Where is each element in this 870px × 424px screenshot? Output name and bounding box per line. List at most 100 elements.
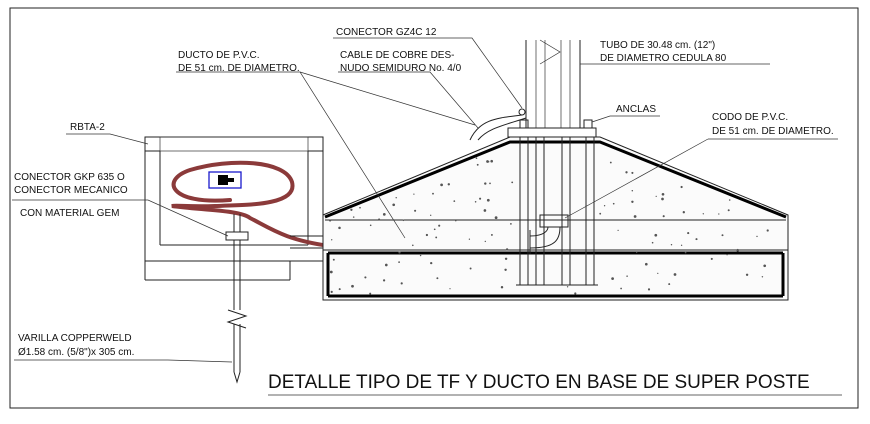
label-codo-line1: CODO DE P.V.C. [712, 112, 788, 123]
aggregate-dot [702, 213, 704, 215]
conector-gz4c [469, 108, 527, 141]
label-tubo-line2: DE DIAMETRO CEDULA 80 [600, 53, 727, 64]
aggregate-dot [398, 251, 401, 254]
aggregate-dot [449, 288, 451, 290]
aggregate-dot [455, 220, 457, 222]
aggregate-dot [766, 229, 769, 232]
aggregate-dot [710, 257, 713, 260]
aggregate-dot [721, 234, 724, 237]
aggregate-dot [504, 257, 508, 261]
aggregate-dot [331, 239, 333, 241]
aggregate-dot [617, 229, 619, 232]
aggregate-dot [398, 261, 400, 263]
aggregate-dot [469, 267, 472, 270]
pole-base [507, 39, 598, 286]
aggregate-dot [651, 241, 654, 244]
aggregate-dot [673, 273, 677, 276]
drawing-title: DETALLE TIPO DE TF Y DUCTO EN BASE DE SU… [268, 372, 810, 393]
connector-gkp-icon [208, 171, 242, 189]
aggregate-dot [369, 224, 372, 227]
aggregate-dot [468, 238, 471, 240]
drawing-frame [9, 7, 859, 409]
aggregate-dot [644, 262, 648, 266]
aggregate-dot [364, 276, 367, 279]
aggregate-dot [392, 203, 396, 207]
aggregate-dot [474, 201, 477, 203]
aggregate-dot [419, 254, 422, 257]
label-rbta: RBTA-2 [70, 122, 105, 133]
label-conector-gkp-line1: CONECTOR GKP 635 O [14, 172, 125, 183]
aggregate-dot [494, 216, 498, 220]
aggregate-dot [483, 209, 487, 212]
aggregate-dot [369, 292, 372, 295]
aggregate-dot [611, 277, 614, 280]
aggregate-dot [668, 283, 671, 286]
aggregate-dot [736, 248, 739, 252]
aggregate-dot [402, 219, 405, 222]
aggregate-dot [425, 233, 429, 237]
aggregate-dot [395, 197, 397, 199]
aggregate-dot [412, 244, 414, 247]
label-codo-line2: DE 51 cm. DE DIAMETRO. [712, 126, 834, 137]
aggregate-dot [609, 161, 612, 164]
label-cable-line1: CABLE DE COBRE DES- [340, 50, 454, 61]
label-anclas: ANCLAS [616, 104, 656, 115]
aggregate-dot [680, 185, 683, 189]
aggregate-dot [359, 206, 361, 209]
label-conector-gkp-line2: CONECTOR MECANICO [14, 185, 128, 196]
aggregate-dot [631, 200, 634, 203]
label-varilla-line1: VARILLA COPPERWELD [18, 333, 132, 344]
aggregate-dot [453, 200, 456, 202]
aggregate-dot [574, 292, 577, 295]
label-ducto-line2: DE 51 cm. DE DIAMETRO. [178, 63, 300, 74]
concrete-foundation [322, 136, 789, 301]
aggregate-dot [612, 202, 615, 205]
aggregate-dot [695, 238, 698, 241]
aggregate-dot [330, 290, 333, 293]
aggregate-dot [414, 209, 417, 212]
aggregate-dot [352, 216, 355, 218]
aggregate-dot [684, 251, 687, 254]
aggregate-dot [338, 226, 341, 230]
aggregate-dot [382, 213, 386, 216]
aggregate-dot [654, 233, 658, 237]
ground-rod-varilla [225, 214, 249, 384]
aggregate-dot [682, 211, 685, 214]
aggregate-dot [718, 213, 720, 215]
aggregate-dot [727, 209, 730, 212]
aggregate-dot [636, 251, 638, 254]
concrete-aggregate [329, 157, 769, 295]
aggregate-dot [432, 192, 434, 195]
aggregate-dot [655, 195, 657, 198]
aggregate-dot [447, 183, 450, 186]
aggregate-dot [504, 268, 507, 271]
aggregate-dot [332, 258, 335, 261]
aggregate-dot [430, 214, 432, 216]
aggregate-dot [384, 263, 388, 267]
label-material-gem: CON MATERIAL GEM [20, 208, 119, 219]
aggregate-dot [487, 161, 490, 163]
aggregate-dot [505, 248, 509, 251]
label-tubo-line1: TUBO DE 30.48 cm. (12") [600, 40, 715, 51]
aggregate-dot [350, 208, 353, 211]
aggregate-dot [338, 288, 341, 291]
aggregate-dot [430, 261, 433, 265]
label-cable-line2: NUDO SEMIDURO No. 4/0 [340, 63, 462, 74]
aggregate-dot [490, 159, 494, 163]
aggregate-dot [378, 218, 381, 221]
aggregate-dot [603, 205, 606, 207]
label-ducto-line1: DUCTO DE P.V.C. [178, 50, 260, 61]
aggregate-dot [625, 171, 628, 174]
label-varilla-line2: Ø1.58 cm. (5/8")x 305 cm. [18, 347, 134, 358]
aggregate-dot [413, 193, 415, 195]
aggregate-dot [657, 272, 659, 275]
aggregate-dot [489, 182, 491, 185]
aggregate-dot [329, 219, 332, 222]
aggregate-dot [647, 288, 651, 291]
aggregate-dot [620, 287, 622, 290]
aggregate-dot [433, 228, 436, 231]
aggregate-dot [479, 197, 482, 200]
aggregate-dot [631, 171, 634, 174]
aggregate-dot [631, 189, 634, 192]
